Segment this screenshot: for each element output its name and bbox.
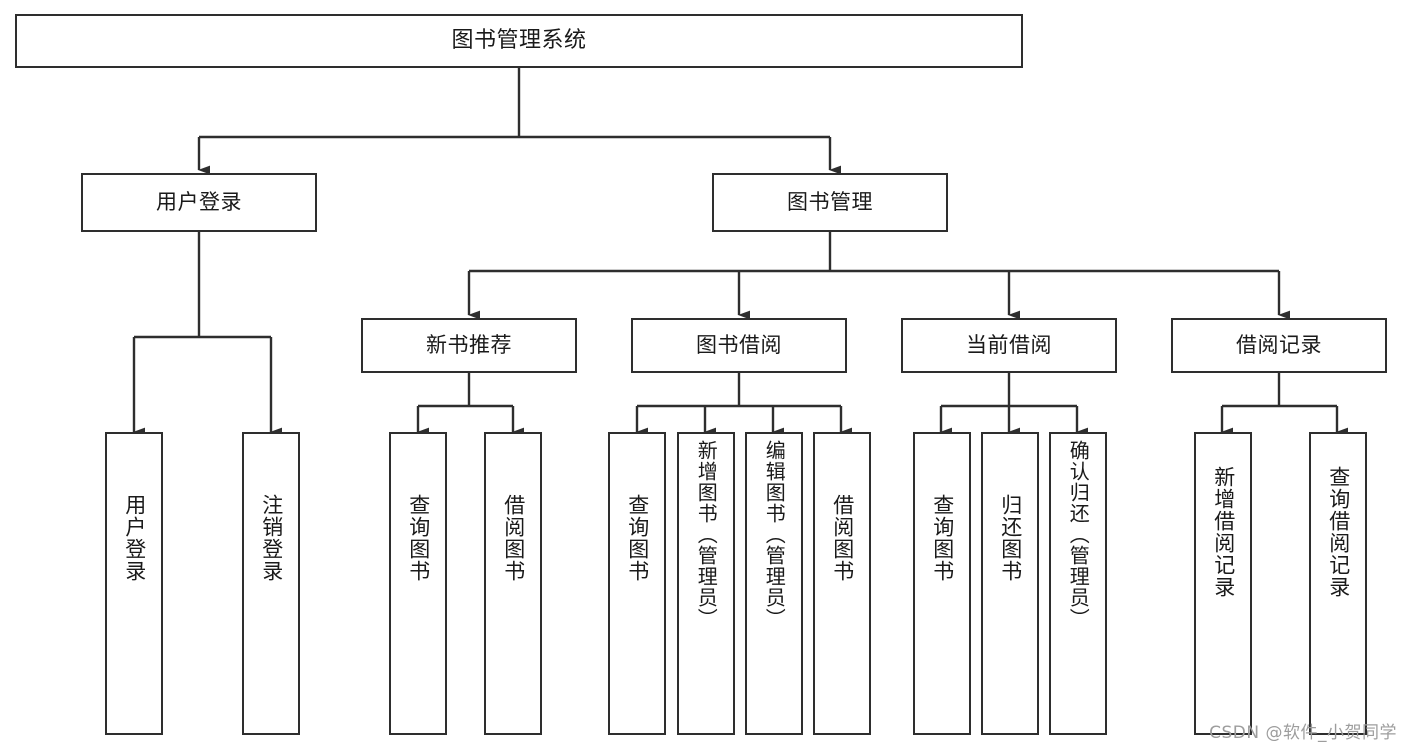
leaf-book-borrow-borrow-book[interactable]: 借阅图书	[813, 432, 871, 735]
node-label: 用户登录	[122, 494, 147, 582]
leaf-user-login-logout[interactable]: 注销登录	[242, 432, 300, 735]
leaf-borrow-record-query-record[interactable]: 查询借阅记录	[1309, 432, 1367, 735]
node-label: 新增借阅记录	[1211, 466, 1236, 598]
node-root-book-management-system[interactable]: 图书管理系统	[15, 14, 1023, 68]
node-book-management[interactable]: 图书管理	[712, 173, 948, 232]
node-current-borrow[interactable]: 当前借阅	[901, 318, 1117, 373]
csdn-watermark: CSDN @软件_小贺同学	[1209, 723, 1397, 743]
node-label: 注销登录	[259, 494, 284, 582]
node-book-borrow[interactable]: 图书借阅	[631, 318, 847, 373]
leaf-current-borrow-confirm-return-admin[interactable]: 确认归还（管理员）	[1049, 432, 1107, 735]
leaf-user-login-login[interactable]: 用户登录	[105, 432, 163, 735]
node-label: 确认归还（管理员）	[1066, 440, 1091, 629]
node-label: 查询借阅记录	[1326, 466, 1351, 598]
node-label: 图书借阅	[696, 333, 782, 358]
leaf-book-borrow-add-book-admin[interactable]: 新增图书（管理员）	[677, 432, 735, 735]
node-borrow-record[interactable]: 借阅记录	[1171, 318, 1387, 373]
leaf-current-borrow-return-book[interactable]: 归还图书	[981, 432, 1039, 735]
node-label: 查询图书	[406, 494, 431, 582]
node-label: 新书推荐	[426, 333, 512, 358]
node-label: 当前借阅	[966, 333, 1052, 358]
leaf-book-borrow-edit-book-admin[interactable]: 编辑图书（管理员）	[745, 432, 803, 735]
leaf-current-borrow-query-book[interactable]: 查询图书	[913, 432, 971, 735]
node-label: 归还图书	[998, 494, 1023, 582]
node-label: 用户登录	[156, 190, 242, 215]
leaf-new-book-query-book[interactable]: 查询图书	[389, 432, 447, 735]
leaf-borrow-record-add-record[interactable]: 新增借阅记录	[1194, 432, 1252, 735]
leaf-new-book-borrow-book[interactable]: 借阅图书	[484, 432, 542, 735]
node-new-book-recommend[interactable]: 新书推荐	[361, 318, 577, 373]
node-label: 图书管理系统	[451, 28, 587, 54]
node-label: 查询图书	[625, 494, 650, 582]
node-label: 借阅图书	[830, 494, 855, 582]
node-label: 图书管理	[787, 190, 873, 215]
node-label: 查询图书	[930, 494, 955, 582]
node-label: 新增图书（管理员）	[694, 440, 719, 629]
node-label: 借阅图书	[501, 494, 526, 582]
leaf-book-borrow-query-book[interactable]: 查询图书	[608, 432, 666, 735]
node-label: 编辑图书（管理员）	[762, 440, 787, 629]
node-label: 借阅记录	[1236, 333, 1322, 358]
node-user-login[interactable]: 用户登录	[81, 173, 317, 232]
